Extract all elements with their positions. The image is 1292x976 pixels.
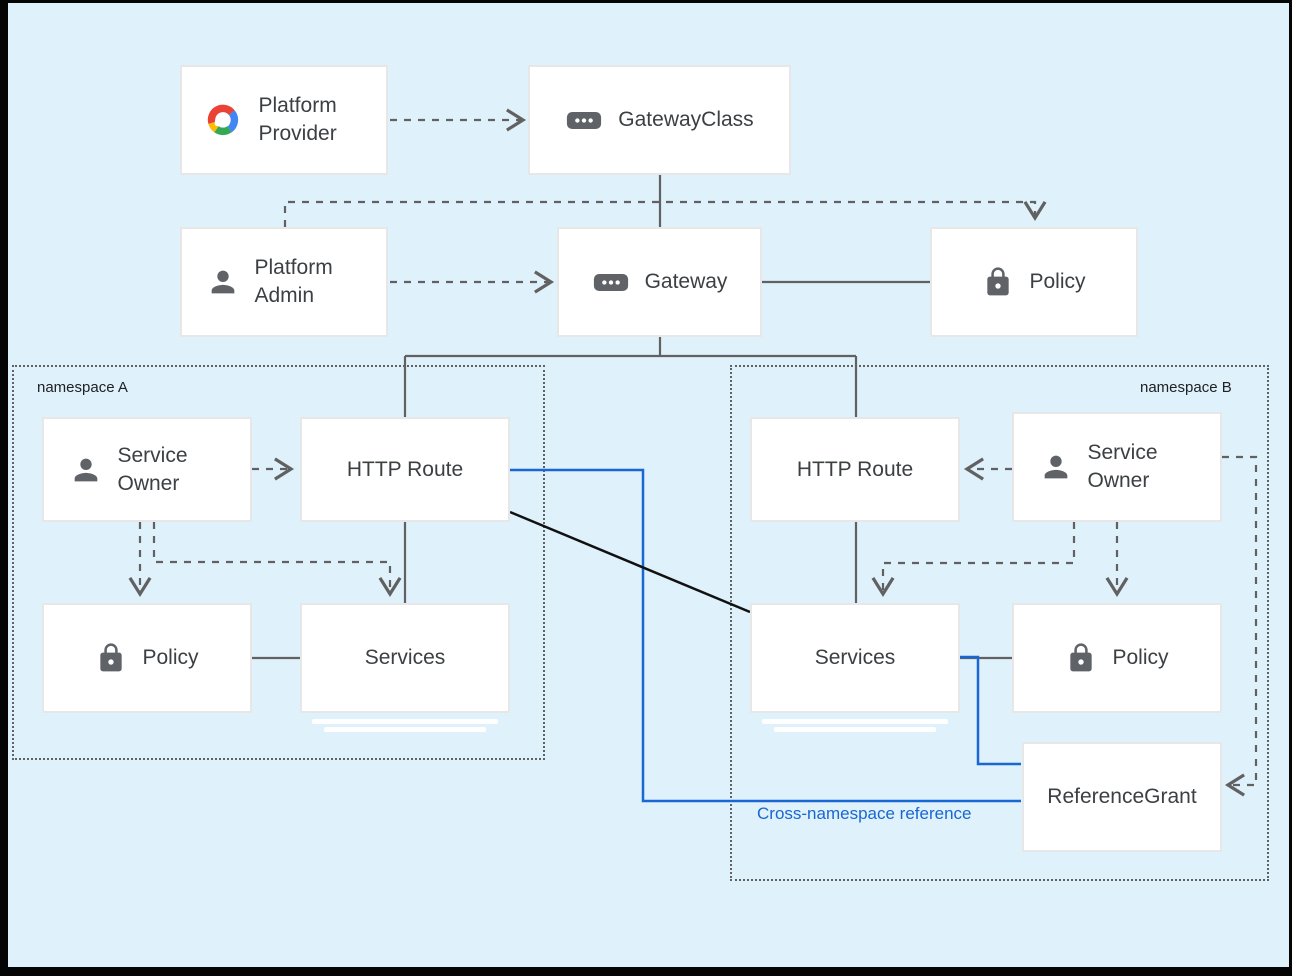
policy-a-label: Policy — [142, 646, 199, 670]
http-route-a-node: HTTP Route — [300, 417, 510, 522]
person-icon — [69, 453, 103, 487]
frame-edge — [0, 967, 1292, 976]
policy-b-label: Policy — [1112, 646, 1169, 670]
policy-b-node: Policy — [1012, 603, 1222, 713]
gateway-node: Gateway — [557, 227, 762, 337]
platform-provider-node: Platform Provider — [180, 65, 388, 175]
http-route-b-label: HTTP Route — [796, 457, 914, 481]
cross-namespace-reference-label: Cross-namespace reference — [757, 804, 972, 823]
namespace-b-container — [730, 365, 1269, 881]
services-b-label: Services — [814, 646, 896, 670]
gateway-class-node: GatewayClass — [528, 65, 791, 175]
services-a-label: Services — [364, 646, 446, 670]
http-route-b-node: HTTP Route — [750, 417, 960, 522]
lock-icon — [95, 642, 127, 674]
gateway-class-label: GatewayClass — [618, 108, 754, 132]
gateway-policy-node: Policy — [930, 227, 1138, 337]
platform-provider-label: Platform Provider — [258, 94, 337, 145]
platform-admin-label: Platform Admin — [254, 256, 333, 307]
person-icon — [1039, 450, 1073, 484]
reference-grant-label: ReferenceGrant — [1047, 785, 1197, 809]
frame-edge — [0, 0, 8, 976]
services-a-stack-layer — [312, 719, 498, 724]
service-owner-a-node: Service Owner — [42, 417, 252, 522]
dashed-arrow-connectors — [128, 108, 1258, 797]
resource-chip-icon — [565, 109, 603, 132]
services-b-node: Services — [750, 603, 960, 713]
solid-gray-connectors — [252, 175, 1012, 660]
namespace-a-label: namespace A — [37, 379, 128, 396]
resource-chip-icon — [592, 271, 630, 294]
platform-admin-node: Platform Admin — [180, 227, 388, 337]
service-owner-b-node: Service Owner — [1012, 412, 1222, 522]
route-to-services-diagonal-line — [509, 510, 751, 614]
gateway-policy-label: Policy — [1029, 270, 1086, 294]
http-route-a-label: HTTP Route — [346, 457, 464, 481]
cross-namespace-connectors — [510, 468, 1021, 803]
service-owner-b-label: Service Owner — [1087, 441, 1158, 492]
services-a-stack-layer — [324, 727, 486, 732]
namespace-b-label: namespace B — [1140, 379, 1232, 396]
gateway-label: Gateway — [644, 270, 728, 294]
frame-edge — [0, 0, 1292, 3]
google-cloud-icon — [202, 102, 244, 138]
namespace-a-container — [12, 365, 545, 760]
lock-icon — [1065, 642, 1097, 674]
policy-a-node: Policy — [42, 603, 252, 713]
services-a-node: Services — [300, 603, 510, 713]
service-owner-a-label: Service Owner — [117, 443, 188, 495]
reference-grant-node: ReferenceGrant — [1022, 742, 1222, 852]
services-b-stack-layer — [774, 727, 936, 732]
lock-icon — [982, 266, 1014, 298]
person-icon — [206, 265, 240, 299]
services-b-stack-layer — [762, 719, 948, 724]
frame-edge — [1289, 0, 1292, 976]
